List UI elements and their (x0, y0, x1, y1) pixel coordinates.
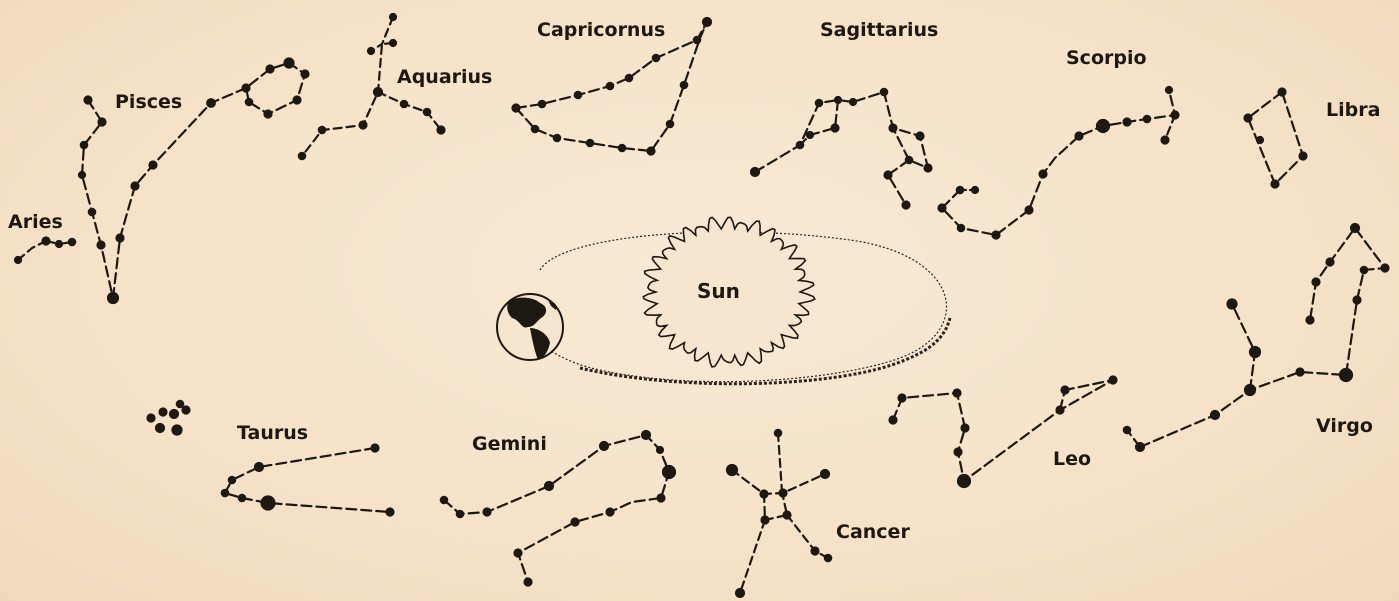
libra-label: Libra (1326, 99, 1380, 121)
virgo-label: Virgo (1316, 415, 1373, 437)
taurus-label: Taurus (237, 422, 308, 444)
sun-label: Sun (697, 279, 740, 303)
leo-label: Leo (1053, 448, 1091, 470)
capricornus-label: Capricornus (537, 19, 665, 41)
constellation-sagittarius: Sagittarius (751, 19, 938, 209)
cancer-label: Cancer (836, 521, 910, 543)
constellation-cancer: Cancer (727, 430, 910, 597)
constellation-gemini: Gemini (441, 431, 675, 586)
gemini-label: Gemini (472, 433, 547, 455)
constellation-libra: Libra (1245, 89, 1381, 188)
constellation-pisces: Pisces (79, 59, 309, 304)
constellation-aquarius: Aquarius (299, 14, 493, 159)
constellation-capricornus: Capricornus (513, 18, 712, 155)
pisces-label: Pisces (115, 91, 182, 113)
sagittarius-label: Sagittarius (820, 19, 938, 41)
earth-globe-icon (497, 294, 563, 360)
sun-icon: Sun (643, 217, 815, 367)
constellation-taurus: Taurus (148, 401, 394, 516)
constellation-leo: Leo (890, 377, 1117, 488)
aries-label: Aries (8, 211, 63, 233)
constellation-scorpio: Scorpio (939, 47, 1179, 239)
constellation-aries: Aries (8, 211, 75, 263)
constellation-virgo: Virgo (1124, 224, 1389, 451)
aquarius-label: Aquarius (397, 66, 492, 88)
scorpio-label: Scorpio (1066, 47, 1147, 69)
